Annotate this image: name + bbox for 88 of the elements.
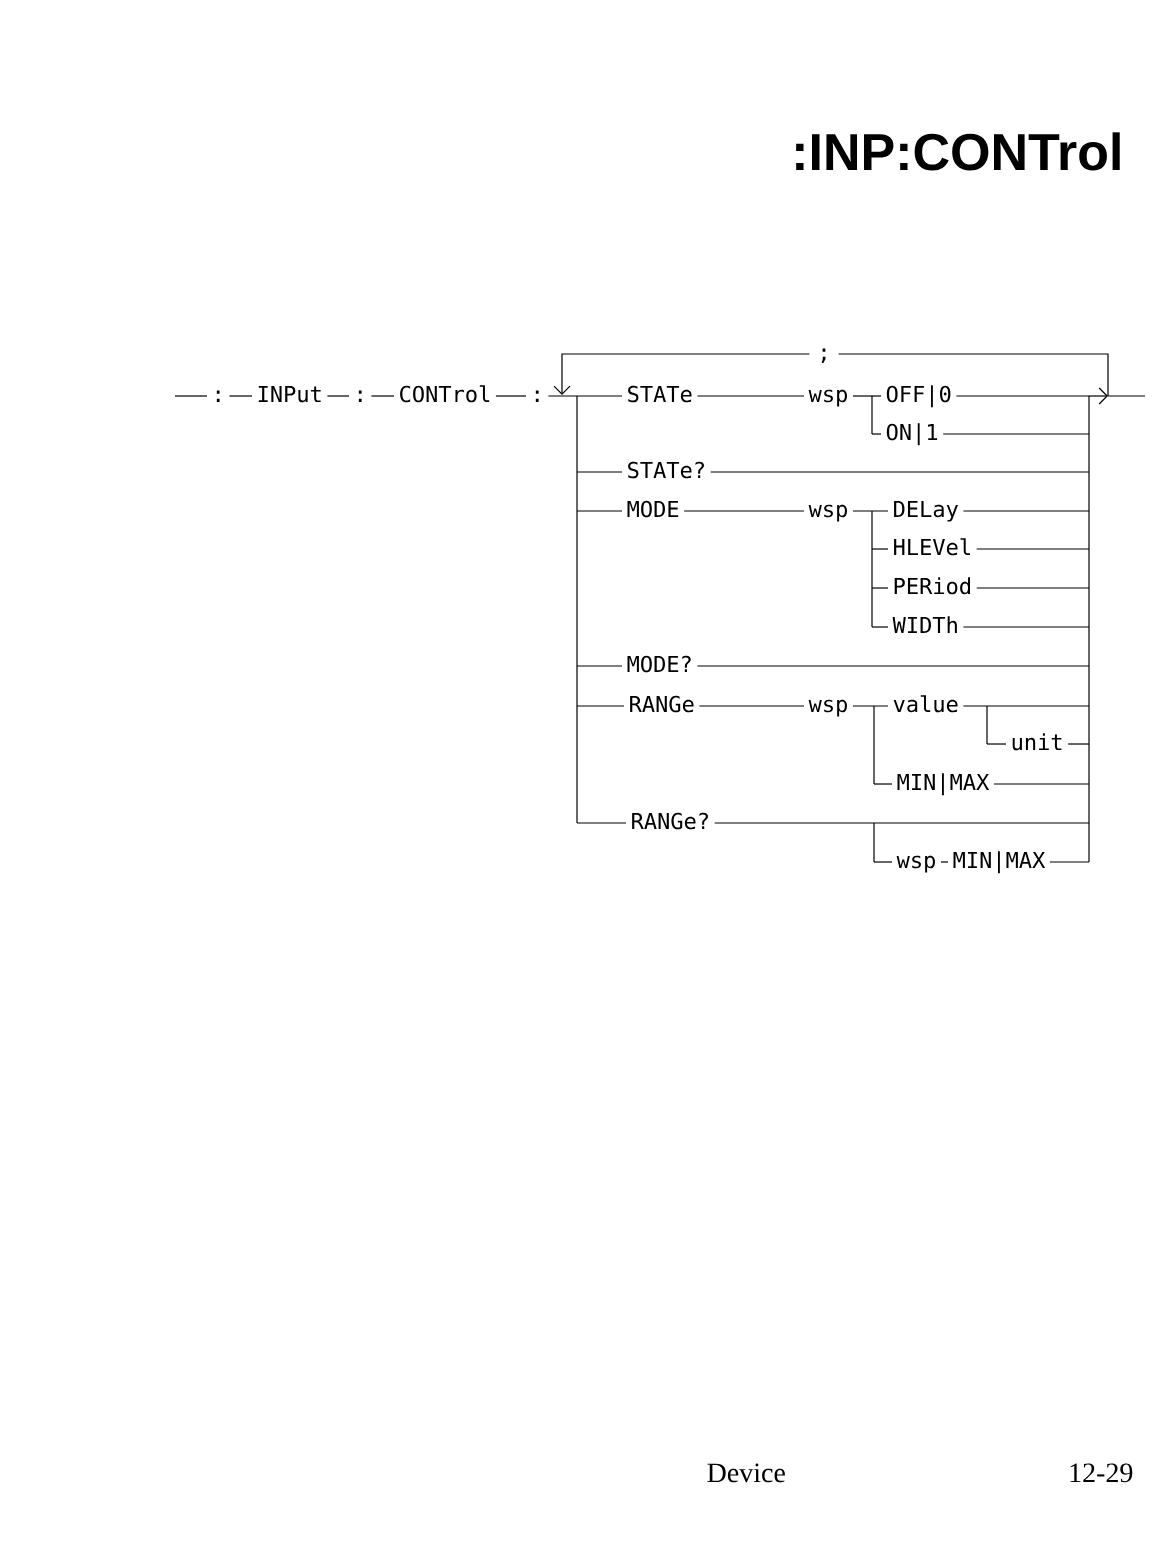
parameter-label: wsp: [808, 504, 847, 522]
parameter-label: unit: [1012, 733, 1062, 751]
connector-line: [940, 861, 949, 863]
separator-symbol: :: [358, 390, 362, 402]
connector-line: [873, 783, 893, 785]
connector-line: [1088, 705, 1090, 745]
connector-line: [326, 395, 350, 397]
connector-line: [710, 471, 1090, 473]
connector-line: [576, 705, 625, 707]
syntax-keyword: WIDTh: [892, 616, 957, 633]
connector-line: [495, 395, 527, 397]
connector-line: [986, 705, 988, 745]
connector-line: [871, 395, 873, 435]
syntax-keyword: CONTrol: [400, 385, 490, 403]
connector-line: [1088, 510, 1090, 550]
connector-line: [955, 395, 1090, 397]
connector-line: [696, 665, 1090, 667]
connector-line: [1088, 395, 1090, 435]
footer-text: Device: [707, 1463, 785, 1483]
connector-line: [1088, 548, 1090, 589]
syntax-keyword: STATe?: [628, 461, 704, 479]
connector-line: [962, 705, 1090, 707]
connector-line: [873, 822, 875, 863]
connector-line: [871, 626, 889, 628]
connector-line: [962, 626, 1090, 628]
connector-line: [871, 510, 873, 628]
connector-line: [1088, 471, 1090, 512]
connector-line: [871, 548, 889, 550]
connector-line: [852, 705, 889, 707]
connector-line: [1067, 743, 1090, 745]
connector-line: [228, 395, 253, 397]
parameter-label: wsp: [808, 389, 847, 407]
syntax-keyword: INPut: [258, 386, 321, 403]
connector-line: [976, 587, 1090, 589]
connector-line: [174, 395, 208, 397]
separator-symbol: ;: [821, 348, 826, 364]
connector-line: [547, 395, 623, 397]
connector-line: [1088, 665, 1090, 707]
parameter-label: wsp: [808, 699, 847, 717]
syntax-keyword: MODE: [627, 500, 679, 518]
connector-line: [1088, 743, 1090, 785]
connector-line: [852, 395, 882, 397]
syntax-keyword: RANGe: [630, 695, 694, 713]
connector-line: [873, 705, 875, 785]
syntax-keyword: DELay: [894, 501, 958, 522]
connector-line: [576, 395, 578, 824]
connector-line: [986, 743, 1007, 745]
arrow: [1088, 387, 1108, 405]
syntax-keyword: PERiod: [894, 577, 970, 595]
connector-line: [942, 433, 1090, 435]
separator-symbol: :: [216, 390, 220, 402]
connector-line: [576, 665, 623, 667]
connector-line: [1049, 861, 1090, 863]
arrow: [553, 353, 810, 395]
syntax-keyword: ON|1: [886, 423, 938, 446]
connector-line: [576, 822, 627, 824]
syntax-keyword: HLEVel: [894, 538, 970, 556]
separator-symbol: :: [535, 390, 539, 402]
connector-line: [871, 587, 889, 589]
connector-line: [714, 822, 1090, 824]
connector-line: [576, 471, 623, 473]
syntax-keyword: STATe: [628, 385, 692, 403]
connector-line: [838, 353, 1109, 397]
connector-line: [1088, 783, 1090, 824]
connector-line: [852, 510, 889, 512]
connector-line: [1088, 626, 1090, 667]
connector-line: [1088, 433, 1090, 473]
connector-line: [696, 395, 805, 397]
connector-line: [976, 548, 1090, 550]
parameter-label: value: [893, 695, 958, 713]
connector-line: [1088, 587, 1090, 628]
syntax-keyword: OFF|0: [886, 385, 951, 408]
connector-line: [576, 510, 623, 512]
connector-line: [962, 510, 1090, 512]
connector-line: [370, 395, 395, 397]
syntax-keyword: MODE?: [627, 655, 691, 673]
connector-line: [993, 783, 1090, 785]
syntax-keyword: RANGe?: [632, 812, 708, 830]
syntax-keyword: MIN|MAX: [953, 851, 1046, 874]
page-number: 12-29: [1070, 1463, 1133, 1483]
connector-line: [683, 510, 805, 512]
syntax-keyword: MIN|MAX: [897, 773, 990, 796]
connector-line: [873, 861, 893, 863]
connector-line: [1088, 822, 1090, 863]
parameter-label: wsp: [896, 855, 935, 873]
connector-line: [698, 705, 805, 707]
page-title: :INP:CONTrol: [796, 132, 1120, 171]
connector-line: [871, 433, 882, 435]
